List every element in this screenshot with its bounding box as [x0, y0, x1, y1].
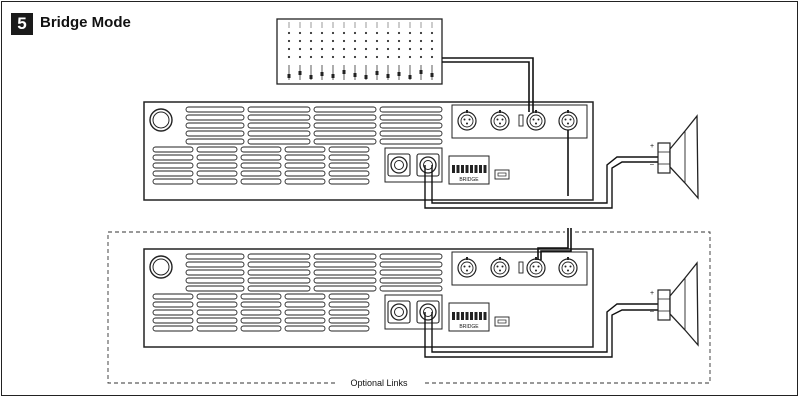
speaker-cables — [424, 156, 660, 358]
step-title: Bridge Mode — [40, 14, 131, 31]
bridge-dip-switch: BRIDGE — [448, 155, 490, 185]
bridge-switch-label: BRIDGE — [459, 324, 479, 330]
power-knob-icon — [149, 108, 173, 132]
mixer-console — [276, 18, 443, 85]
speaker-plus-label: + — [650, 143, 654, 150]
speaker-minus-label: – — [650, 308, 654, 315]
speakon-output-icon — [416, 153, 440, 177]
speaker-minus-label: – — [650, 161, 654, 168]
bridge-switch-label: BRIDGE — [459, 177, 479, 183]
step-number-badge: 5 — [11, 13, 33, 35]
speaker-top: + – — [650, 114, 699, 200]
speakon-output-icon — [416, 300, 440, 324]
optional-links-box: Optional Links — [107, 231, 711, 388]
signal-cables — [442, 57, 572, 260]
speakon-output-icon — [387, 300, 411, 324]
bridge-dip-switch: BRIDGE — [448, 302, 490, 332]
mixer-to-amp-cable — [442, 57, 534, 112]
amplifier-bottom: BRIDGE — [143, 248, 594, 348]
amplifier-top: BRIDGE — [143, 101, 594, 201]
power-knob-icon — [149, 255, 173, 279]
optional-links-label: Optional Links — [350, 378, 408, 388]
speakon-output-icon — [387, 153, 411, 177]
speaker-bottom: + – — [650, 261, 699, 347]
speaker-plus-label: + — [650, 290, 654, 297]
